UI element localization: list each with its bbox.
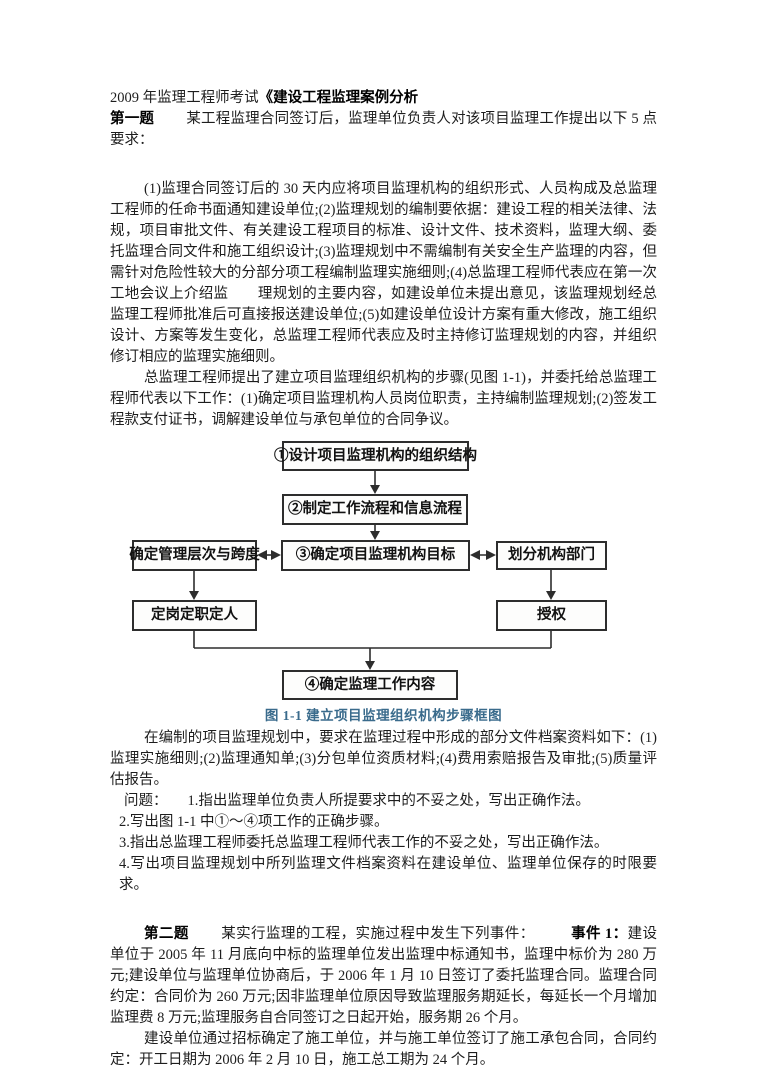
flowchart-box-authorize: 授权 [496,600,607,631]
section1-intro: 某工程监理合同签订后，监理单位负责人对该项目监理工作提出以下 5 点要求： [110,111,657,148]
flowchart-box-step4: ④确定监理工作内容 [282,670,458,700]
flowchart-box-depts: 划分机构部门 [496,541,607,570]
flowchart-box-step2: ②制定工作流程和信息流程 [282,494,468,525]
document-content: 2009 年监理工程师考试《建设工程监理案例分析 第一题某工程监理合同签订后，监… [110,88,657,1071]
blank-line [110,896,657,924]
section2-paragraph: 第二题 某实行监理的工程，实施过程中发生下列事件： 事件 1：建设单位于 2005 … [110,924,657,1029]
paragraph-steps: 总监理工程师提出了建立项目监理组织机构的步骤(见图 1-1)，并委托给总监理工程… [110,370,657,428]
section1-heading-line: 第一题某工程监理合同签订后，监理单位负责人对该项目监理工作提出以下 5 点要求： [110,109,657,151]
question-line-2: 2.写出图 1-1 中①～④项工作的正确步骤。 [119,814,389,830]
question-line-3: 3.指出总监理工程师委托总监理工程师代表工作的不妥之处，写出正确作法。 [119,835,609,851]
flowchart-box-step3: ③确定项目监理机构目标 [281,540,470,571]
figure-1-1: ①设计项目监理机构的组织结构 ②制定工作流程和信息流程 确定管理层次与跨度 ③确… [110,439,657,726]
section2-intro: 某实行监理的工程，实施过程中发生下列事件： [220,926,535,942]
paragraph-archives: 在编制的项目监理规划中，要求在监理过程中形成的部分文件档案资料如下：(1)监理实… [110,730,657,788]
flowchart-arrows [189,471,556,670]
blank-line [110,151,657,179]
paragraph-contract: 建设单位通过招标确定了施工单位，并与施工单位签订了施工承包合同，合同约定：开工日… [110,1031,657,1068]
title-emphasis: 《建设工程监理案例分析 [258,90,419,106]
event1-text: 建设单位于 2005 年 11 月底向中标的监理单位发出监理中标通知书，监理中标… [110,926,658,1026]
document-title: 2009 年监理工程师考试《建设工程监理案例分析 [110,88,657,109]
flowchart-box-staff: 定岗定职定人 [132,600,257,631]
question-1: 1.指出监理单位负责人所提要求中的不妥之处，写出正确作法。 [187,793,590,809]
flowchart: ①设计项目监理机构的组织结构 ②制定工作流程和信息流程 确定管理层次与跨度 ③确… [110,439,657,702]
paragraph-requirements: (1)监理合同签订后的 30 天内应将项目监理机构的组织形式、人员构成及总监理工… [110,181,657,365]
flowchart-box-levels: 确定管理层次与跨度 [129,540,260,571]
title-prefix: 2009 年监理工程师考试 [110,90,259,106]
event1-label: 事件 1： [570,926,628,942]
question-line-4: 4.写出项目监理规划中所列监理文件档案资料在建设单位、监理单位保存的时限要求。 [119,856,657,893]
section1-heading: 第一题 [110,111,155,127]
questions-label: 问题： [124,793,168,809]
figure-caption: 图 1-1 建立项目监理组织机构步骤框图 [264,708,503,723]
flowchart-box-step1: ①设计项目监理机构的组织结构 [274,441,477,471]
section2-heading: 第二题 [144,926,189,942]
question-line-1: 问题： 1.指出监理单位负责人所提要求中的不妥之处，写出正确作法。 [110,791,657,812]
